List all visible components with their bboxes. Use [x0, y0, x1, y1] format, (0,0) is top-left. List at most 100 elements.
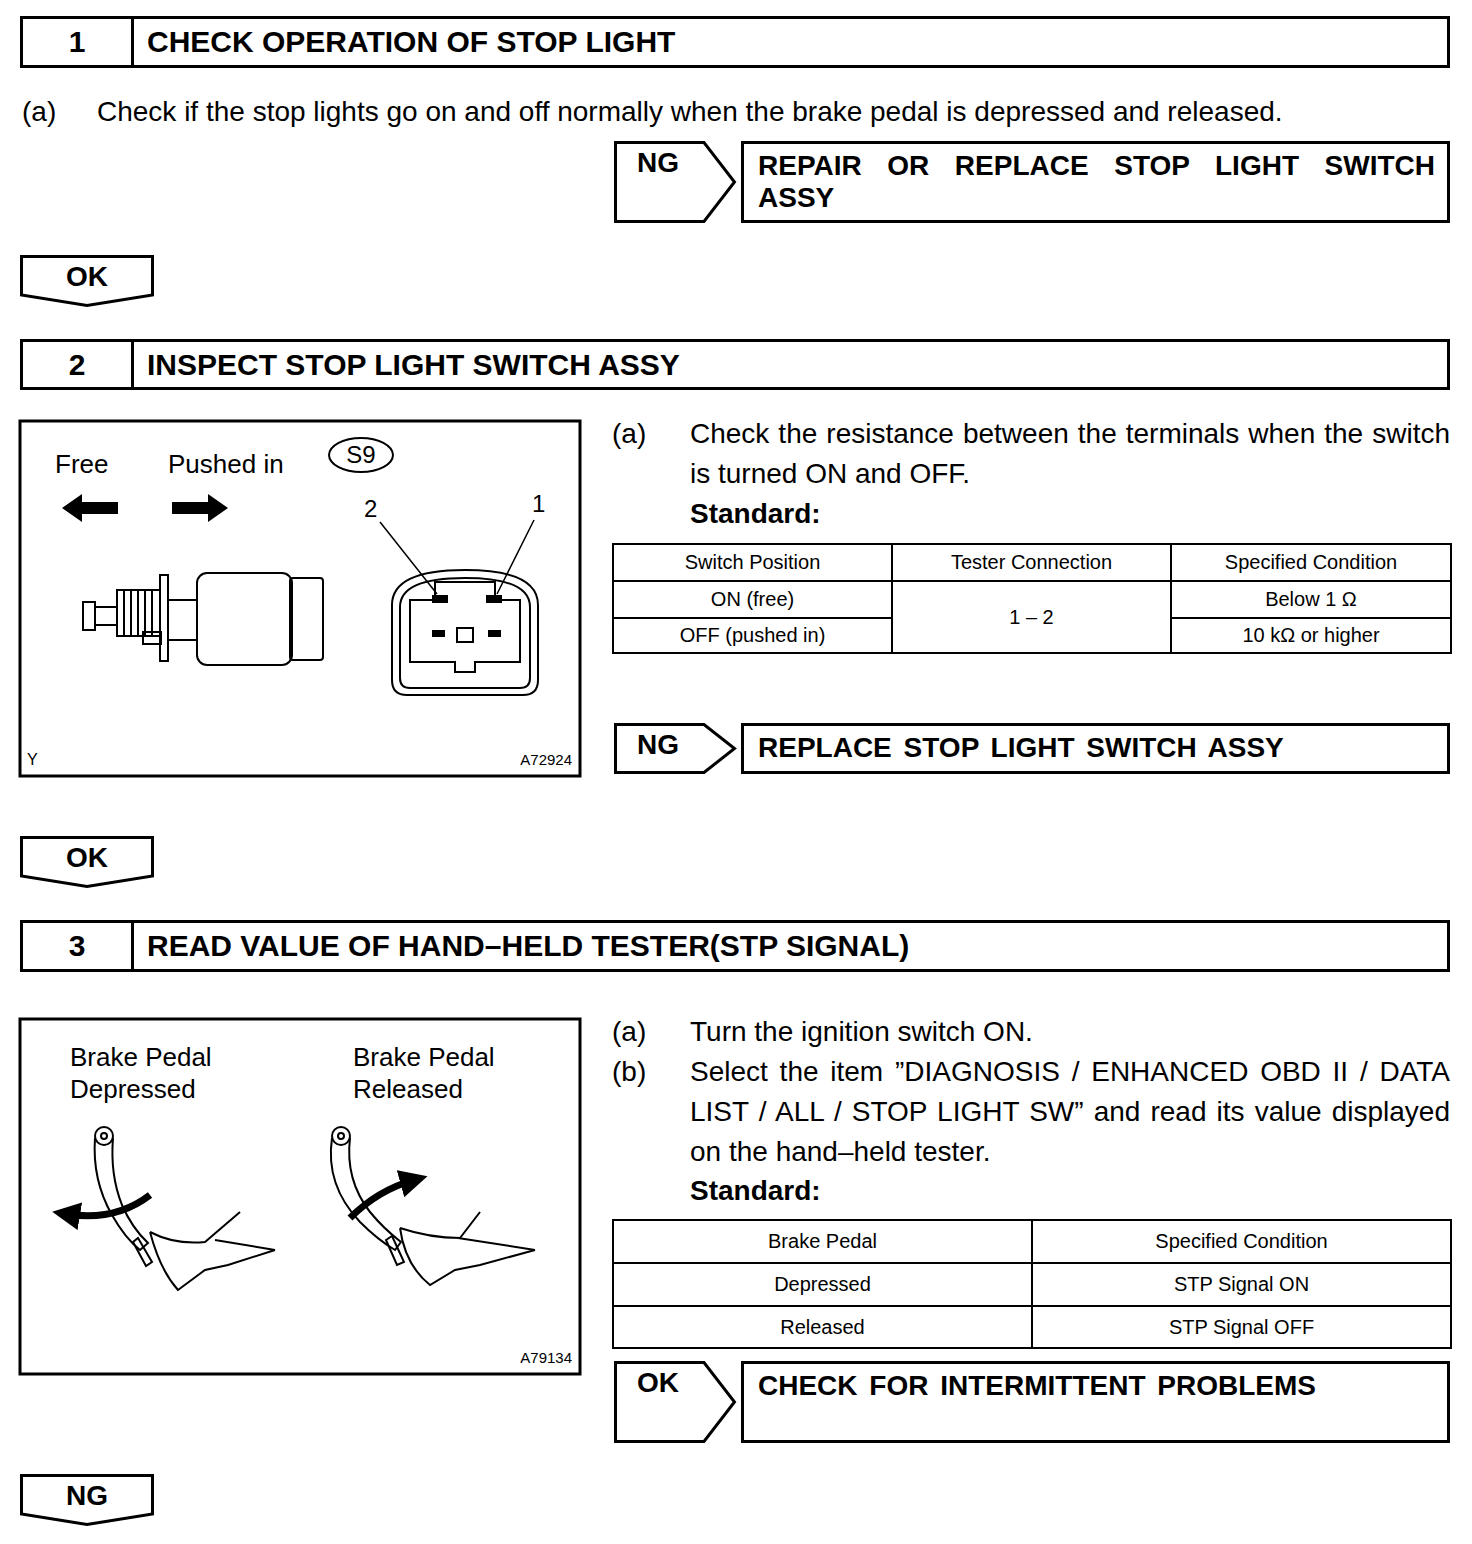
spec-row: ReleasedSTP Signal OFF — [613, 1306, 1451, 1348]
tag-text: OK — [20, 836, 154, 874]
step-letter: (a) — [22, 92, 92, 132]
switch-illustration-part — [95, 607, 117, 625]
switch-illustration-part — [62, 494, 118, 522]
switch-illustration-part — [489, 631, 500, 636]
switch-illustration-part — [380, 520, 534, 594]
tag-text: NG — [614, 723, 702, 761]
table-cell: OFF (pushed in) — [613, 618, 892, 653]
table-cell: Specified Condition — [1032, 1220, 1451, 1263]
step-number: 1 — [23, 19, 134, 65]
pedal-illustration-part — [101, 1133, 107, 1139]
result-arrow-tag: NG — [614, 723, 736, 774]
step-title: READ VALUE OF HAND–HELD TESTER(STP SIGNA… — [134, 923, 1447, 969]
result-box: CHECK FOR INTERMITTENT PROBLEMS — [741, 1361, 1450, 1443]
pedal-illustration-part — [400, 1212, 535, 1285]
table-cell: ON (free) — [613, 581, 892, 618]
switch-illustration-part — [433, 631, 444, 636]
figure-caption: Brake Pedal Released — [353, 1041, 573, 1105]
switch-illustration-part — [124, 590, 152, 636]
flow-tag: NG — [20, 1474, 154, 1526]
tag-text: OK — [20, 255, 154, 293]
switch-illustration-part — [83, 602, 95, 630]
spec-row: Switch PositionTester ConnectionSpecifie… — [613, 544, 1451, 581]
figure-code: Y — [27, 751, 47, 769]
switch-illustration-part — [433, 596, 447, 602]
tag-text: NG — [20, 1474, 154, 1512]
step-letter: (b) — [612, 1052, 682, 1092]
switch-illustration-part — [400, 578, 530, 688]
table-cell: 1 – 2 — [892, 581, 1171, 653]
switch-illustration-part — [487, 596, 501, 602]
standard-heading: Standard: — [690, 494, 990, 534]
connector-id-oval: S9 — [328, 437, 394, 473]
table-cell: Depressed — [613, 1263, 1032, 1306]
step-number: 3 — [23, 923, 134, 969]
step-title: CHECK OPERATION OF STOP LIGHT — [134, 19, 1447, 65]
step-header: 2INSPECT STOP LIGHT SWITCH ASSY — [20, 339, 1450, 390]
spec-row: DepressedSTP Signal ON — [613, 1263, 1451, 1306]
pedal-illustration-part — [386, 1236, 404, 1265]
connector-id: S9 — [346, 441, 375, 469]
pedal-illustration-part — [350, 1180, 414, 1218]
pedal-illustration-part — [150, 1212, 275, 1290]
pedal-illustration-part — [331, 1138, 401, 1250]
figure-caption: Brake Pedal Depressed — [70, 1041, 290, 1105]
step-number: 2 — [23, 342, 134, 387]
instruction-text: Select the item ”DIAGNOSIS / ENHANCED OB… — [690, 1052, 1450, 1172]
tag-text: OK — [614, 1361, 702, 1399]
pedal-illustration-part — [133, 1238, 152, 1266]
figure-id: A79134 — [482, 1349, 572, 1367]
tag-text: NG — [614, 141, 702, 179]
pedal-illustration-part — [338, 1133, 344, 1139]
instruction-text: Turn the ignition switch ON. — [690, 1012, 1450, 1052]
table-cell: Specified Condition — [1171, 544, 1451, 581]
switch-illustration-part — [172, 494, 228, 522]
table-cell: Brake Pedal — [613, 1220, 1032, 1263]
switch-illustration-part — [457, 628, 473, 642]
switch-illustration-part — [160, 575, 168, 661]
switch-illustration — [20, 421, 580, 776]
table-cell: STP Signal OFF — [1032, 1306, 1451, 1348]
pedal-illustration-part — [332, 1127, 350, 1145]
direction-label: Pushed in — [168, 449, 308, 479]
flow-tag: OK — [20, 255, 154, 307]
spec-row: Brake PedalSpecified Condition — [613, 1220, 1451, 1263]
switch-illustration-part — [290, 578, 323, 660]
step-letter: (a) — [612, 414, 682, 454]
table-cell: 10 kΩ or higher — [1171, 618, 1451, 653]
step-title: INSPECT STOP LIGHT SWITCH ASSY — [134, 342, 1447, 387]
result-text: REPLACE STOP LIGHT SWITCH ASSY — [758, 732, 1435, 764]
switch-illustration-part — [197, 573, 292, 665]
step-header: 1CHECK OPERATION OF STOP LIGHT — [20, 16, 1450, 68]
pedal-illustration — [20, 1019, 580, 1374]
terminal-number: 2 — [364, 495, 388, 523]
instruction-text: Check the resistance between the termina… — [690, 414, 1450, 494]
spec-table: Switch PositionTester ConnectionSpecifie… — [612, 543, 1452, 654]
switch-illustration-part — [143, 632, 161, 644]
standard-heading: Standard: — [690, 1171, 990, 1211]
result-text: CHECK FOR INTERMITTENT PROBLEMS — [758, 1370, 1435, 1402]
table-cell: Below 1 Ω — [1171, 581, 1451, 618]
figure-id: A72924 — [482, 751, 572, 769]
pedal-illustration-part — [95, 1138, 148, 1250]
switch-illustration-part — [168, 600, 197, 640]
table-cell: STP Signal ON — [1032, 1263, 1451, 1306]
spec-body: Brake PedalSpecified ConditionDepressedS… — [613, 1220, 1451, 1348]
spec-row: ON (free)1 – 2Below 1 Ω — [613, 581, 1451, 618]
result-text: REPAIR OR REPLACE STOP LIGHT SWITCH ASSY — [758, 150, 1435, 214]
result-box: REPLACE STOP LIGHT SWITCH ASSY — [741, 723, 1450, 774]
switch-illustration-part — [410, 582, 520, 672]
terminal-number: 1 — [532, 490, 556, 518]
pedal-illustration-part — [20, 1019, 580, 1374]
spec-body: Switch PositionTester ConnectionSpecifie… — [613, 544, 1451, 653]
result-box: REPAIR OR REPLACE STOP LIGHT SWITCH ASSY — [741, 141, 1450, 223]
switch-illustration-part — [20, 421, 580, 776]
switch-illustration-part — [392, 570, 538, 695]
step-letter: (a) — [612, 1012, 682, 1052]
instruction-text: Check if the stop lights go on and off n… — [97, 92, 1462, 132]
direction-label: Free — [55, 449, 145, 479]
result-arrow-tag: OK — [614, 1361, 736, 1443]
table-cell: Released — [613, 1306, 1032, 1348]
pedal-illustration-part — [66, 1195, 150, 1216]
